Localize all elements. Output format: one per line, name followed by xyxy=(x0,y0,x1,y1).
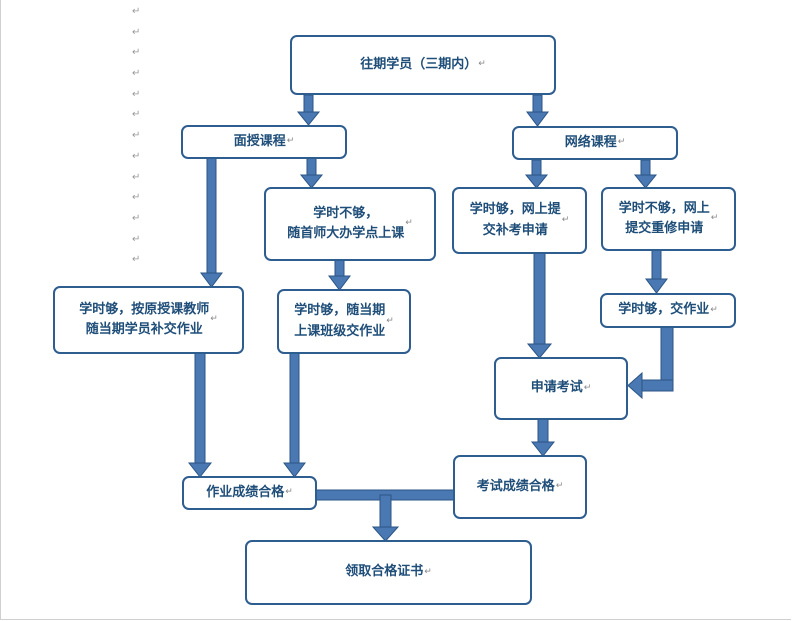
paragraph-mark: ↵ xyxy=(132,109,141,121)
return-mark: ↵ xyxy=(424,566,432,577)
return-mark: ↵ xyxy=(617,137,626,148)
node-past-students-label: 往期学员（三期内） xyxy=(360,56,478,72)
node-enough-hours-submit-homework: 学时够，交作业↵ xyxy=(600,293,736,328)
return-mark: ↵ xyxy=(386,315,394,326)
arrow-merge-to-certificate xyxy=(315,489,456,542)
paragraph-mark: ↵ xyxy=(132,171,141,183)
node-get-certificate-label: 领取合格证书 xyxy=(345,564,424,580)
node-online-course: 网络课程↵ xyxy=(512,126,678,160)
node-homework-passed: 作业成绩合格↵ xyxy=(182,476,317,510)
node-enough-hours-current-class: 学时够，随当期 上课班级交作业↵ xyxy=(277,289,411,354)
node-apply-exam: 申请考试↵ xyxy=(494,357,628,420)
node-enough-hours-original-teacher: 学时够，按原授课教师 随当期学员补交作业↵ xyxy=(53,286,244,354)
return-mark: ↵ xyxy=(710,213,719,224)
node-online-course-label: 网络课程 xyxy=(564,134,617,150)
node-exam-passed: 考试成绩合格↵ xyxy=(453,455,587,519)
arrow-current-class-to-homework-passed xyxy=(283,352,306,478)
node-enough-hours-online-makeup-label: 学时够，网上提 交补考申请 xyxy=(469,202,561,238)
node-homework-passed-label: 作业成绩合格 xyxy=(206,484,285,500)
node-insufficient-hours-follow: 学时不够， 随首师大办学点上课↵ xyxy=(264,187,436,261)
arrow-top-to-online xyxy=(526,94,549,127)
return-mark: ↵ xyxy=(710,304,718,315)
paragraph-mark: ↵ xyxy=(132,6,141,17)
return-mark: ↵ xyxy=(405,218,413,229)
paragraph-mark: ↵ xyxy=(132,212,141,224)
return-mark: ↵ xyxy=(210,314,218,325)
paragraph-mark: ↵ xyxy=(132,254,141,266)
node-apply-exam-label: 申请考试 xyxy=(530,380,583,396)
node-insufficient-hours-online-retake-label: 学时不够，网上 提交重修申请 xyxy=(618,200,710,236)
return-mark: ↵ xyxy=(286,136,295,147)
node-insufficient-hours-follow-label: 学时不够， 随首师大办学点上课 xyxy=(287,205,405,241)
paragraph-mark: ↵ xyxy=(132,88,141,100)
arrow-top-to-face xyxy=(296,94,321,126)
paragraph-mark: ↵ xyxy=(132,130,141,142)
node-past-students: 往期学员（三期内）↵ xyxy=(290,35,556,95)
return-mark: ↵ xyxy=(583,382,592,393)
arrow-homework-to-apply-exam xyxy=(627,326,674,400)
arrow-online-to-makeup xyxy=(524,159,549,189)
paragraph-mark: ↵ xyxy=(132,192,141,204)
paragraph-mark: ↵ xyxy=(132,233,141,245)
paragraph-marks: ↵ ↵ ↵ ↵ ↵ ↵ ↵ ↵ ↵ ↵ ↵ ↵ ↵ xyxy=(132,2,144,271)
arrow-retake-to-homework xyxy=(645,249,668,294)
arrow-face-to-insufficient xyxy=(299,157,324,189)
node-face-course: 面授课程↵ xyxy=(181,125,347,159)
paragraph-mark: ↵ xyxy=(132,68,141,80)
node-enough-hours-submit-homework-label: 学时够，交作业 xyxy=(618,302,710,318)
node-enough-hours-online-makeup: 学时够，网上提 交补考申请↵ xyxy=(452,187,587,254)
node-get-certificate: 领取合格证书↵ xyxy=(245,540,532,605)
node-enough-hours-original-teacher-label: 学时够，按原授课教师 随当期学员补交作业 xyxy=(79,301,210,337)
arrow-original-to-homework-passed xyxy=(187,352,213,478)
paragraph-mark: ↵ xyxy=(132,47,141,59)
arrow-makeup-to-apply-exam xyxy=(526,252,553,359)
node-exam-passed-label: 考试成绩合格 xyxy=(476,478,555,494)
node-insufficient-hours-online-retake: 学时不够，网上 提交重修申请↵ xyxy=(601,187,736,251)
arrow-face-to-original-teacher xyxy=(200,157,223,288)
arrow-online-to-retake xyxy=(633,159,658,189)
return-mark: ↵ xyxy=(478,59,486,70)
return-mark: ↵ xyxy=(561,214,570,225)
node-face-course-label: 面授课程 xyxy=(233,133,286,149)
arrow-insufficient-to-current-class xyxy=(328,259,351,291)
arrow-apply-to-exam-passed xyxy=(530,418,556,457)
node-enough-hours-current-class-label: 学时够，随当期 上课班级交作业 xyxy=(294,303,386,339)
paragraph-mark: ↵ xyxy=(132,150,141,162)
paragraph-mark: ↵ xyxy=(132,26,141,38)
return-mark: ↵ xyxy=(555,481,564,492)
return-mark: ↵ xyxy=(285,487,293,498)
